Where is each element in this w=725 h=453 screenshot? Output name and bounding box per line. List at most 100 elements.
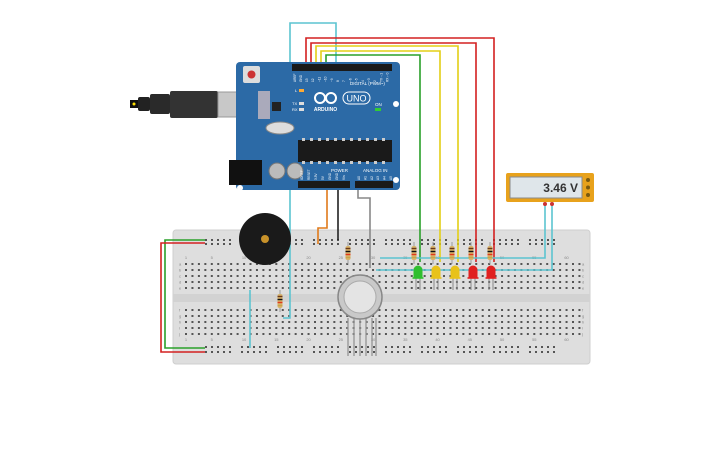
breadboard-hole[interactable] <box>494 275 497 277</box>
breadboard-hole[interactable] <box>314 315 316 317</box>
breadboard-hole[interactable] <box>462 327 465 329</box>
breadboard-hole[interactable] <box>197 321 200 323</box>
breadboard-hole[interactable] <box>513 327 516 329</box>
breadboard-hole[interactable] <box>469 351 471 353</box>
breadboard-hole[interactable] <box>463 351 465 353</box>
breadboard-hole[interactable] <box>378 315 381 317</box>
breadboard-hole[interactable] <box>409 239 411 241</box>
breadboard-hole[interactable] <box>243 309 246 311</box>
breadboard-hole[interactable] <box>210 263 213 265</box>
breadboard-hole[interactable] <box>546 287 549 289</box>
breadboard-hole[interactable] <box>268 309 271 311</box>
breadboard-hole[interactable] <box>468 281 471 283</box>
breadboard-hole[interactable] <box>397 287 400 289</box>
breadboard-hole[interactable] <box>462 315 465 317</box>
breadboard-hole[interactable] <box>507 281 510 283</box>
breadboard-hole[interactable] <box>578 275 581 277</box>
breadboard-hole[interactable] <box>475 321 478 323</box>
breadboard-hole[interactable] <box>417 327 420 329</box>
breadboard-hole[interactable] <box>430 309 433 311</box>
breadboard-hole[interactable] <box>197 315 200 317</box>
breadboard-hole[interactable] <box>372 263 375 265</box>
breadboard-hole[interactable] <box>295 351 297 353</box>
breadboard-hole[interactable] <box>513 333 516 335</box>
breadboard-hole[interactable] <box>533 275 536 277</box>
breadboard-hole[interactable] <box>439 346 441 348</box>
breadboard-hole[interactable] <box>243 287 246 289</box>
breadboard-hole[interactable] <box>430 327 433 329</box>
breadboard-hole[interactable] <box>552 333 555 335</box>
breadboard-hole[interactable] <box>423 321 426 323</box>
breadboard-hole[interactable] <box>578 263 581 265</box>
breadboard-hole[interactable] <box>455 321 458 323</box>
breadboard-hole[interactable] <box>433 243 435 245</box>
breadboard-hole[interactable] <box>259 351 261 353</box>
breadboard-hole[interactable] <box>404 309 407 311</box>
breadboard-hole[interactable] <box>275 269 278 271</box>
breadboard-hole[interactable] <box>230 269 233 271</box>
breadboard-hole[interactable] <box>320 281 323 283</box>
breadboard-hole[interactable] <box>281 281 284 283</box>
breadboard-hole[interactable] <box>185 333 187 335</box>
breadboard-hole[interactable] <box>546 263 549 265</box>
breadboard-hole[interactable] <box>559 321 562 323</box>
breadboard-hole[interactable] <box>320 287 323 289</box>
breadboard-hole[interactable] <box>526 275 529 277</box>
led-icon[interactable] <box>412 265 424 291</box>
breadboard-hole[interactable] <box>210 309 213 311</box>
breadboard-hole[interactable] <box>307 333 310 335</box>
breadboard-hole[interactable] <box>307 269 310 271</box>
breadboard-hole[interactable] <box>255 327 258 329</box>
breadboard-hole[interactable] <box>326 287 329 289</box>
breadboard-hole[interactable] <box>535 239 537 241</box>
breadboard-hole[interactable] <box>421 243 423 245</box>
breadboard-hole[interactable] <box>217 351 219 353</box>
breadboard-hole[interactable] <box>520 321 523 323</box>
breadboard-hole[interactable] <box>301 315 304 317</box>
breadboard-hole[interactable] <box>223 281 226 283</box>
breadboard-hole[interactable] <box>204 281 207 283</box>
breadboard-hole[interactable] <box>391 333 394 335</box>
breadboard-hole[interactable] <box>423 309 426 311</box>
breadboard-hole[interactable] <box>565 281 568 283</box>
breadboard-hole[interactable] <box>468 263 471 265</box>
breadboard-hole[interactable] <box>499 239 501 241</box>
breadboard-hole[interactable] <box>339 327 342 329</box>
breadboard-hole[interactable] <box>445 243 447 245</box>
breadboard-hole[interactable] <box>433 239 435 241</box>
breadboard-hole[interactable] <box>423 287 426 289</box>
breadboard-hole[interactable] <box>355 346 357 348</box>
breadboard-hole[interactable] <box>423 315 426 317</box>
breadboard-hole[interactable] <box>262 309 265 311</box>
breadboard-hole[interactable] <box>533 309 536 311</box>
breadboard-hole[interactable] <box>423 263 426 265</box>
breadboard-hole[interactable] <box>533 263 536 265</box>
breadboard-hole[interactable] <box>185 327 187 329</box>
breadboard-hole[interactable] <box>325 351 327 353</box>
breadboard-hole[interactable] <box>481 327 484 329</box>
breadboard-hole[interactable] <box>443 309 445 311</box>
breadboard-hole[interactable] <box>210 333 213 335</box>
breadboard-hole[interactable] <box>243 315 246 317</box>
breadboard-hole[interactable] <box>513 321 516 323</box>
breadboard-hole[interactable] <box>499 346 501 348</box>
breadboard-hole[interactable] <box>507 315 510 317</box>
breadboard-hole[interactable] <box>205 239 207 241</box>
breadboard-hole[interactable] <box>313 243 315 245</box>
breadboard-hole[interactable] <box>481 243 483 245</box>
breadboard-hole[interactable] <box>499 243 501 245</box>
breadboard-hole[interactable] <box>185 309 187 311</box>
breadboard-hole[interactable] <box>507 287 510 289</box>
breadboard-hole[interactable] <box>346 275 349 277</box>
breadboard-hole[interactable] <box>391 287 394 289</box>
breadboard-hole[interactable] <box>481 239 483 241</box>
breadboard-hole[interactable] <box>268 315 271 317</box>
breadboard-hole[interactable] <box>410 287 413 289</box>
breadboard-hole[interactable] <box>349 239 351 241</box>
breadboard-hole[interactable] <box>409 351 411 353</box>
breadboard-hole[interactable] <box>185 275 187 277</box>
breadboard-hole[interactable] <box>262 333 265 335</box>
breadboard-hole[interactable] <box>578 321 581 323</box>
breadboard-hole[interactable] <box>462 321 465 323</box>
breadboard-hole[interactable] <box>197 269 200 271</box>
